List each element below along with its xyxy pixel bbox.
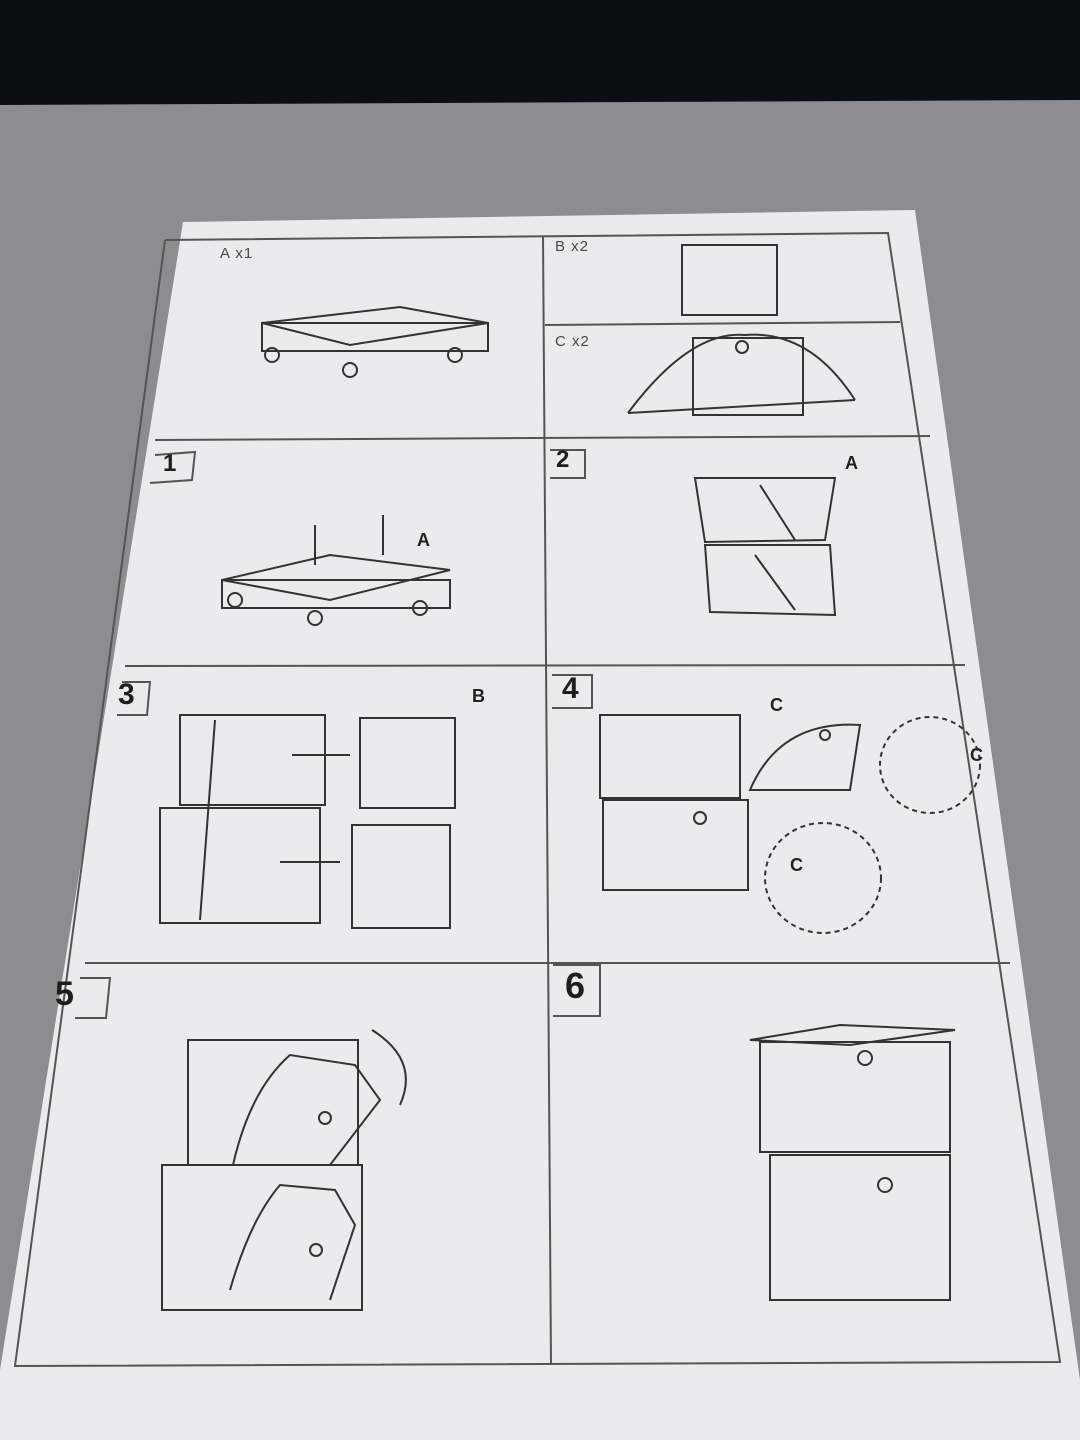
callout-s4a: C: [770, 695, 783, 715]
instruction-sheet: [0, 210, 1080, 1440]
step-1-number: 1: [163, 450, 177, 477]
diagrams: [159, 244, 981, 1311]
callout-s4c: C: [790, 855, 803, 875]
panel-grid: [13, 231, 1062, 1368]
step-2-number: 2: [556, 446, 570, 473]
step-6-number: 6: [565, 965, 586, 1006]
step-3-number: 3: [118, 678, 135, 711]
callout-s3: B: [472, 686, 485, 706]
callout-s4b: C: [970, 745, 983, 765]
part-a-label: A x1: [220, 245, 254, 262]
callout-s2: A: [845, 453, 858, 473]
step-5-number: 5: [55, 975, 74, 1013]
part-c-label: C x2: [555, 333, 590, 350]
step-4-number: 4: [562, 672, 579, 705]
callout-s1: A: [417, 530, 430, 550]
part-b-label: B x2: [555, 238, 590, 255]
